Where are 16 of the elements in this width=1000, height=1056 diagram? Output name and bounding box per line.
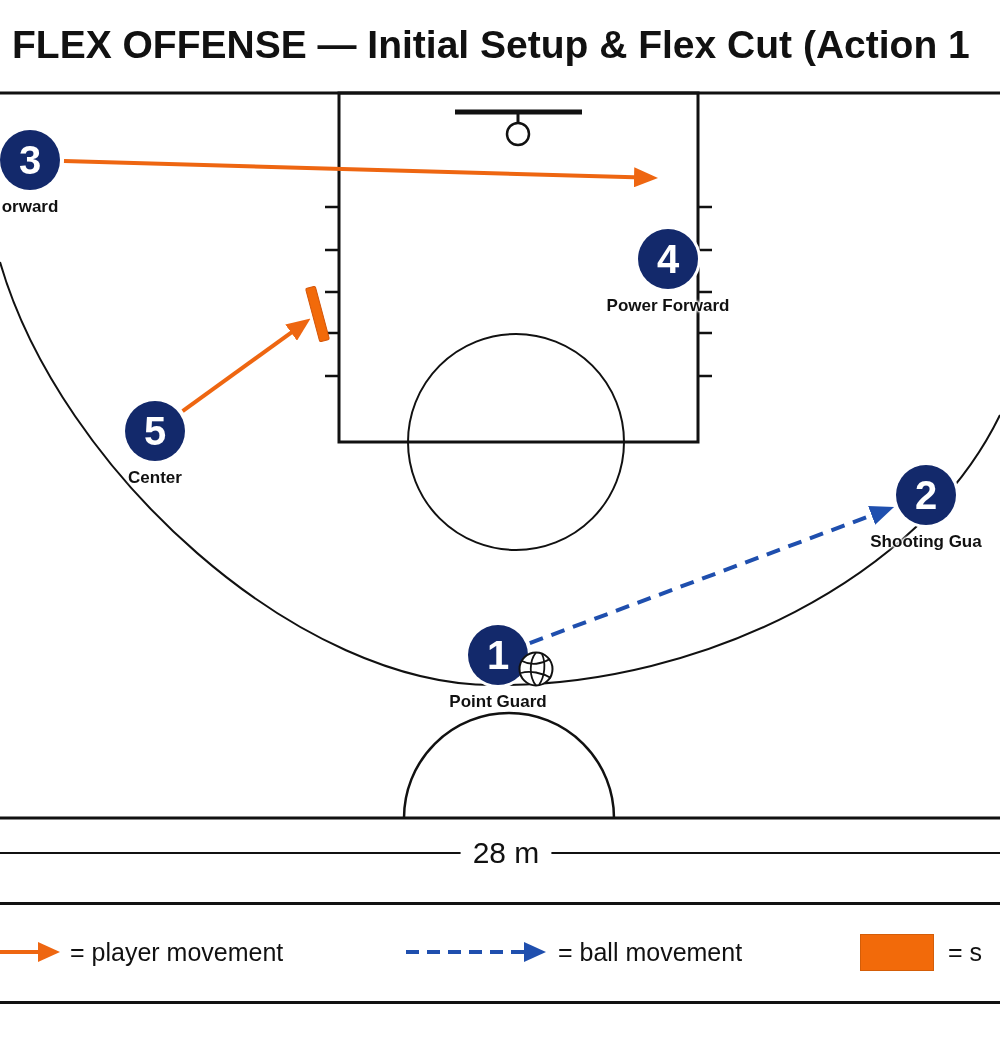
player-marker: 2 bbox=[896, 465, 956, 525]
diagram-title: FLEX OFFENSE — Initial Setup & Flex Cut (Action 1 bbox=[12, 22, 970, 68]
arrow bbox=[181, 318, 311, 413]
player-label: Center bbox=[128, 468, 182, 488]
dimension-label: 28 m bbox=[472, 836, 540, 870]
legend-label: = s bbox=[948, 937, 983, 967]
arrow bbox=[63, 159, 658, 188]
player-label: Point Guard bbox=[449, 692, 547, 712]
dashed-arrow bbox=[529, 505, 895, 645]
legend-label: = ball movement bbox=[558, 937, 743, 967]
player-marker: 3 bbox=[0, 130, 60, 190]
player-marker: 5 bbox=[125, 401, 185, 461]
player-marker: 4 bbox=[638, 229, 698, 289]
player-label: orward bbox=[1, 197, 59, 217]
legend-label: = player movement bbox=[70, 937, 284, 967]
player-marker: 1 bbox=[468, 625, 528, 685]
